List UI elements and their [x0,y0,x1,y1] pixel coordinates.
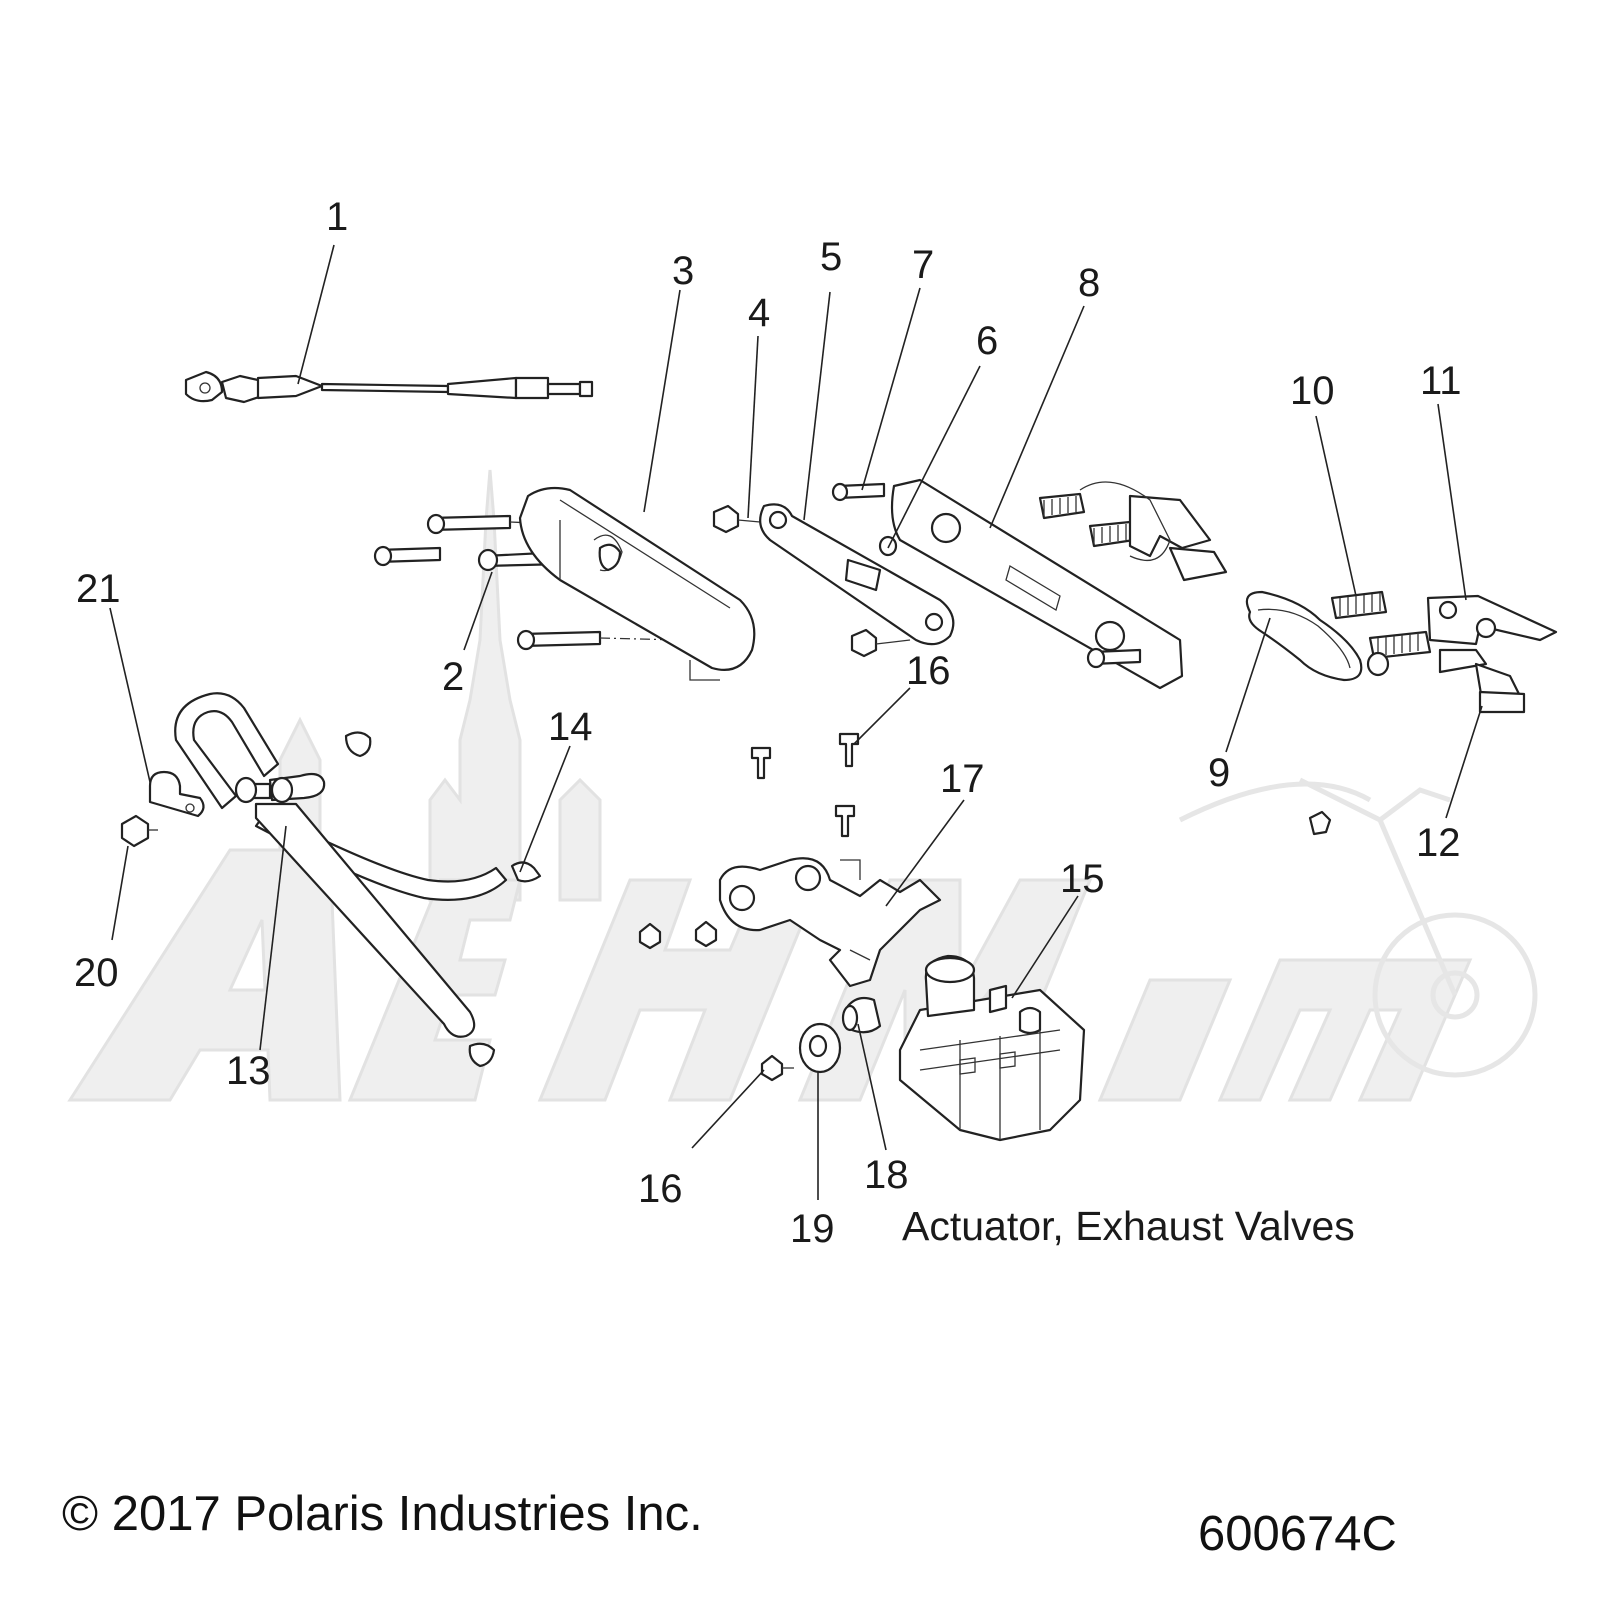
callout-labels: 1 2 3 4 5 6 7 8 9 10 11 12 13 14 15 16 1… [74,195,1462,1251]
part-3-housing [518,486,756,681]
part-18-bushing [841,996,882,1034]
part-4-screw [712,504,761,534]
part-number: 600674C [1198,1507,1397,1561]
callout-3: 3 [672,249,694,293]
part-10-spring [1330,590,1432,677]
part-7-bolt [831,482,886,502]
diagram-caption: Actuator, Exhaust Valves [902,1203,1355,1249]
callout-10: 10 [1290,369,1335,413]
callout-14: 14 [548,705,593,749]
callout-5: 5 [820,235,842,279]
part-6-bushing [878,535,898,557]
part-12-valve-lower [1438,648,1526,714]
part-13-hoses [174,692,508,1038]
callout-12: 12 [1416,821,1461,865]
part-16-screws-upper [638,732,860,950]
callout-7: 7 [912,243,934,287]
callout-4: 4 [748,291,770,335]
watermark-lettering [67,848,1473,1102]
part-9-gasket [1245,590,1363,682]
callout-15: 15 [1060,857,1105,901]
callout-17: 17 [940,757,985,801]
small-nut [1308,810,1332,836]
part-2-bolts [373,513,681,651]
part-14-clamps [344,731,542,1068]
callout-9: 9 [1208,751,1230,795]
callout-20: 20 [74,951,119,995]
valve-springs-upper [1038,481,1228,582]
part-16-screw-lower [760,1054,794,1082]
watermark-motorcycle [1178,777,1538,1078]
callout-2: 2 [442,655,464,699]
leader-lines [109,244,1483,1200]
callout-18: 18 [864,1153,909,1197]
callout-1: 1 [326,195,348,239]
callout-13: 13 [226,1049,271,1093]
part-17-bracket [718,857,942,988]
callout-16-lower: 16 [638,1167,683,1211]
watermark [67,469,1538,1102]
callout-8: 8 [1078,261,1100,305]
part-21-bracket [148,770,205,818]
part-15-actuator [898,954,1086,1142]
callout-6: 6 [976,319,998,363]
callout-16-upper: 16 [906,649,951,693]
part-4-screw-lower [850,628,911,658]
part-1-cable [184,370,594,404]
part-20-nut [120,814,158,848]
callout-11: 11 [1420,359,1462,403]
callout-21: 21 [76,567,121,611]
part-19-washer [798,1022,842,1074]
part-11-valve-upper [1426,594,1558,646]
part-5-lever-arm [759,503,955,646]
callout-19: 19 [790,1207,835,1251]
copyright-notice: © 2017 Polaris Industries Inc. [62,1487,703,1541]
